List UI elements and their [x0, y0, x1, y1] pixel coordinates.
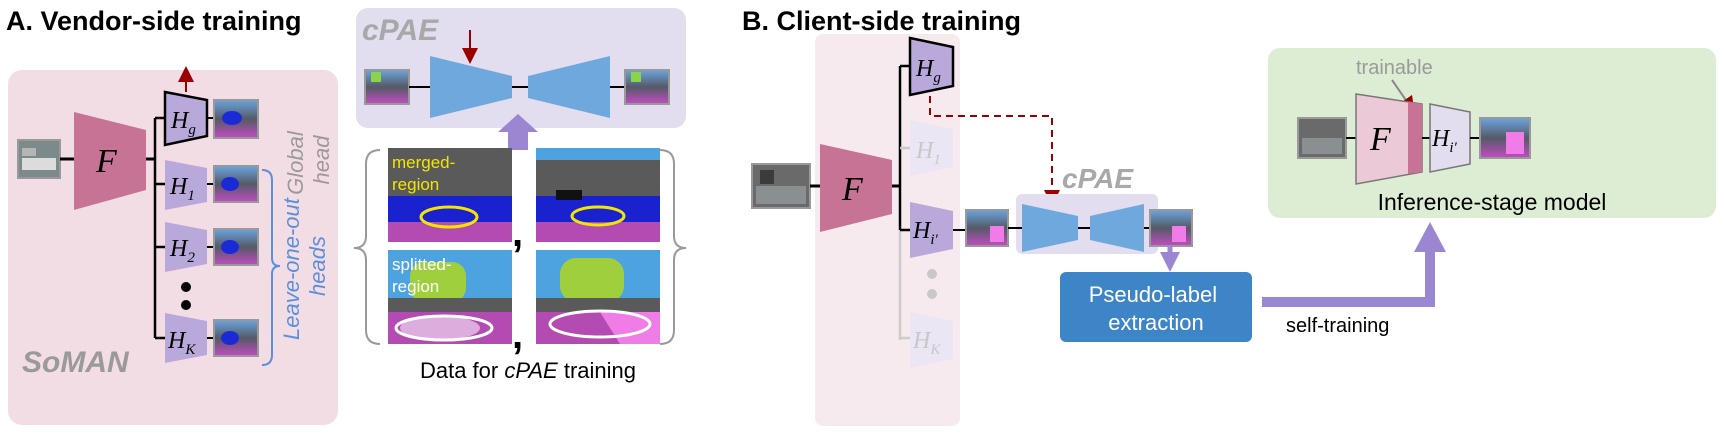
pseudo-label-box — [1060, 272, 1252, 342]
head-h2-a — [165, 222, 207, 272]
inference-encoder-trainable-part — [1408, 102, 1422, 174]
ellipsis-dot-2-b — [927, 289, 937, 299]
global-head-hg-a — [163, 90, 209, 147]
head-h2-a-label: H2 — [169, 236, 195, 266]
cpae-encoder-a — [430, 56, 512, 118]
ellipsis-dot-1-a — [181, 282, 191, 292]
head-hi-b-label: Hi′ — [912, 218, 939, 248]
cpae-output-seg-a — [624, 69, 670, 105]
head-hk-b-label: HK — [912, 328, 941, 358]
input-image-b — [751, 163, 811, 209]
inference-stage-label: Inference-stage model — [1378, 189, 1607, 215]
input-image-a — [17, 139, 61, 179]
cpae-decoder-b — [1090, 204, 1144, 252]
head-hk-a — [165, 313, 207, 363]
ellipsis-dot-2-a — [181, 300, 191, 310]
trainable-label: trainable — [1356, 57, 1433, 79]
hk-output-seg-a — [213, 319, 259, 357]
h1-output-seg-a — [213, 165, 259, 203]
head-h1-b — [910, 120, 953, 176]
cpae-input-seg-a — [364, 69, 410, 105]
comma-top: , — [512, 211, 523, 255]
section-a-title: A. Vendor-side training — [6, 6, 302, 36]
head-hk-a-label: HK — [167, 328, 196, 358]
head-h1-a — [165, 160, 207, 210]
encoder-f-b-label: F — [841, 171, 864, 208]
encoder-f-b — [820, 144, 892, 232]
merged-region-image-left — [388, 148, 512, 242]
head-h1-b-label: H1 — [915, 138, 941, 168]
encoder-f-a — [74, 112, 146, 210]
cpae-output-seg-b — [1149, 209, 1193, 247]
inference-head-hi — [1429, 103, 1471, 173]
inference-input-image — [1297, 117, 1347, 159]
hg-output-seg-a — [213, 99, 259, 139]
splitted-region-image-left — [388, 250, 512, 344]
splitted-label: splitted- region — [392, 255, 456, 296]
self-training-label: self-training — [1286, 315, 1389, 337]
left-brace-a — [353, 149, 381, 345]
cpae-encoder-b — [1022, 204, 1078, 252]
head-hk-b — [910, 312, 953, 368]
section-b-title: B. Client-side training — [742, 6, 1021, 36]
self-training-arrow — [1262, 250, 1435, 307]
self-training-arrowhead — [1414, 222, 1446, 252]
inference-head-hi-label: Hi′ — [1431, 126, 1458, 156]
comma-bottom: , — [512, 313, 523, 357]
head-hg-b-label: Hg — [915, 56, 941, 86]
data-caption: Data for cPAE training — [420, 358, 636, 383]
inference-encoder-f-label: F — [1369, 121, 1392, 158]
head-h1-a-label: H1 — [169, 174, 195, 204]
pseudo-label-text: Pseudo-label extraction — [1089, 282, 1224, 335]
global-head-label: Global head — [283, 125, 334, 195]
up-arrow-cpae-a — [498, 114, 538, 150]
soman-label: SoMAN — [22, 346, 130, 379]
global-head-hg-a-label: Hg — [170, 108, 196, 138]
hg-to-cpae-dashed-arrow — [929, 96, 1060, 206]
head-hg-b — [908, 36, 955, 97]
merged-region-image-right — [536, 148, 660, 242]
loo-bracket — [261, 169, 281, 366]
h2-output-seg-a — [213, 228, 259, 266]
splitted-region-image-right — [536, 250, 660, 344]
ellipsis-dot-1-b — [927, 269, 937, 279]
cpae-decoder-a — [528, 56, 610, 118]
merged-label: merged- region — [392, 153, 460, 194]
inference-output-seg — [1479, 117, 1531, 159]
encoder-f-a-label: F — [95, 143, 118, 180]
head-hi-b — [910, 202, 953, 258]
cpae-title-a: cPAE — [362, 14, 439, 47]
right-brace-a — [659, 149, 687, 345]
loo-label: Leave-one-out heads — [279, 192, 330, 340]
cpae-title-b: cPAE — [1062, 163, 1134, 194]
hi-output-seg-b — [965, 209, 1009, 247]
